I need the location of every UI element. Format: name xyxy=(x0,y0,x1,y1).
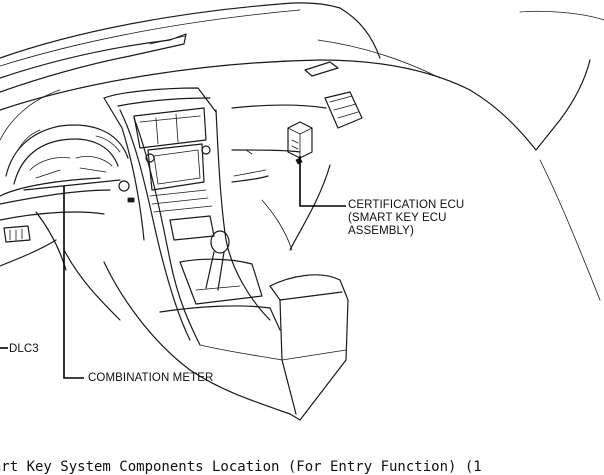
glove-box-area xyxy=(215,104,331,321)
combination-meter-leader xyxy=(63,186,84,379)
shift-lever-console xyxy=(63,109,281,371)
combination-meter-label: COMBINATION METER xyxy=(88,372,214,384)
leader-lines xyxy=(0,156,346,379)
center-stack xyxy=(103,87,217,241)
certification-ecu-label-line-1: CERTIFICATION ECU xyxy=(348,199,465,211)
certification-ecu-label-line-2: (SMART KEY ECU xyxy=(348,212,447,224)
dashboard-top xyxy=(0,7,604,301)
certification-ecu-label-line-3: ASSEMBLY) xyxy=(348,225,414,237)
combination-meter-drawing xyxy=(0,124,135,205)
armrest-console-box xyxy=(189,274,349,421)
right-air-vent xyxy=(324,91,363,129)
left-lower-dash xyxy=(0,89,105,271)
figure-caption: Smart Key System Components Location (Fo… xyxy=(0,459,482,475)
windshield-edge xyxy=(0,2,341,93)
certification-ecu-box xyxy=(287,121,313,165)
certification-ecu-label: CERTIFICATION ECU (SMART KEY ECU ASSEMBL… xyxy=(348,199,464,238)
dlc3-label: DLC3 xyxy=(9,343,39,355)
certification-ecu-leader xyxy=(299,156,346,207)
